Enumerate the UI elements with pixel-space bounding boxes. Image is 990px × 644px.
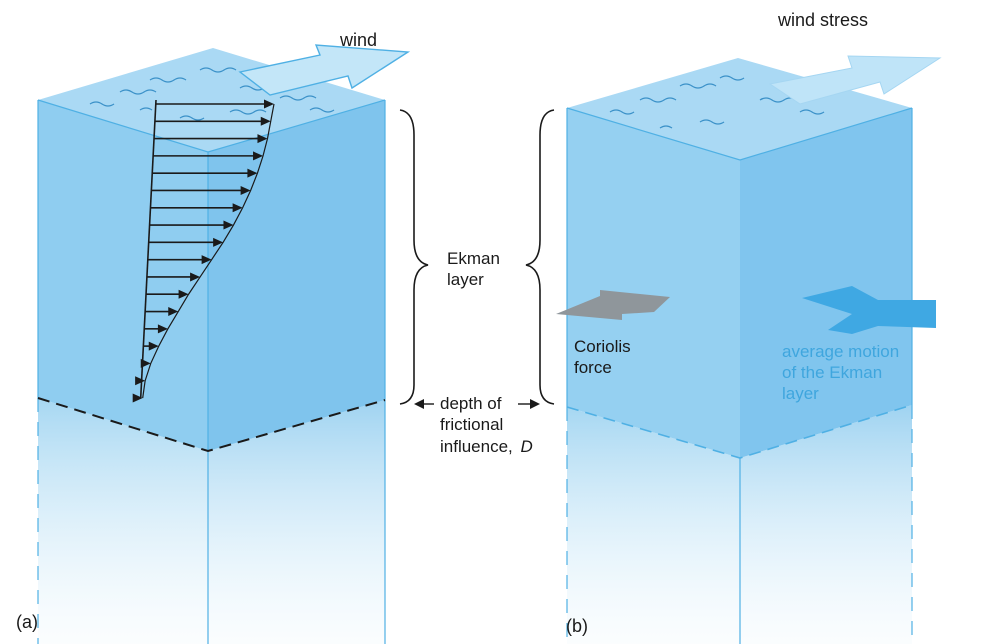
panel-a-brace: [399, 109, 429, 405]
profile-arrow-head: [157, 324, 168, 334]
panel-b-front-face: [567, 108, 740, 458]
velocity-profile: [132, 99, 275, 403]
panel-a-wind-label: wind: [339, 30, 377, 50]
depth-label-line2: frictional: [440, 415, 503, 434]
center-labels: Ekman layer depth of frictional influenc…: [399, 109, 555, 456]
profile-arrow-head: [168, 307, 179, 317]
profile-arrow-head: [232, 203, 243, 213]
coriolis-label-line2: force: [574, 358, 612, 377]
profile-axis: [139, 99, 157, 399]
depth-symbol: D: [521, 437, 533, 456]
profile-arrow-head: [223, 220, 234, 230]
profile-arrow-head: [240, 185, 251, 195]
panel-b-brace: [525, 109, 555, 405]
panel-a-wind-arrow: [238, 44, 411, 96]
depth-arrow-left: [414, 399, 424, 409]
panel-b-lower-side: [740, 405, 912, 644]
profile-arrow-head: [253, 151, 264, 161]
average-motion-arrow: [802, 286, 936, 334]
profile-arrow-head: [148, 341, 159, 351]
panel-b-lower-front: [567, 407, 740, 644]
avg-label-line1: average motion: [782, 342, 899, 361]
panel-a-side-face: [208, 100, 385, 451]
coriolis-label-line1: Coriolis: [574, 337, 631, 356]
profile-arrow-head: [264, 99, 274, 109]
profile-arrow-head: [132, 393, 143, 403]
ekman-label-line1: Ekman: [447, 249, 500, 268]
depth-label-line1: depth of: [440, 394, 502, 413]
panel-b-surface-ripples: [609, 75, 825, 129]
depth-label-word: influence,: [440, 437, 513, 456]
panel-b-wind-stress-label: wind stress: [777, 10, 868, 30]
panel-b-tag: (b): [566, 616, 588, 636]
panel-b-edges: [566, 107, 913, 161]
panel-a-tag: (a): [16, 612, 38, 632]
ekman-label-line2: layer: [447, 270, 484, 289]
coriolis-arrow: [556, 290, 670, 320]
profile-arrow-head: [213, 237, 224, 247]
depth-arrow-right: [530, 399, 540, 409]
profile-arrow-head: [135, 376, 146, 386]
panel-b-wind-stress-arrow: [768, 55, 942, 105]
avg-label-line2: of the Ekman: [782, 363, 882, 382]
profile-arrow-head: [257, 134, 268, 144]
profile-arrow-head: [247, 168, 258, 178]
profile-arrow-head: [190, 272, 201, 282]
profile-arrow-head: [260, 116, 271, 126]
panel-a-front-face: [38, 100, 208, 451]
panel-b: wind stress Coriolis force average motio…: [556, 10, 942, 644]
panel-a-lower-side: [208, 400, 385, 644]
panel-b-side-face: [740, 108, 912, 458]
panel-a-surface-ripples: [89, 67, 335, 121]
panel-a-depth-line: [37, 397, 386, 453]
depth-label-line3: influence, D: [440, 437, 533, 456]
profile-envelope: [142, 103, 275, 399]
panel-a-lower-front: [38, 398, 208, 644]
avg-label-line3: layer: [782, 384, 819, 403]
profile-arrow-head: [201, 255, 212, 265]
panel-a: wind (a): [16, 30, 411, 644]
profile-arrow-head: [178, 289, 189, 299]
